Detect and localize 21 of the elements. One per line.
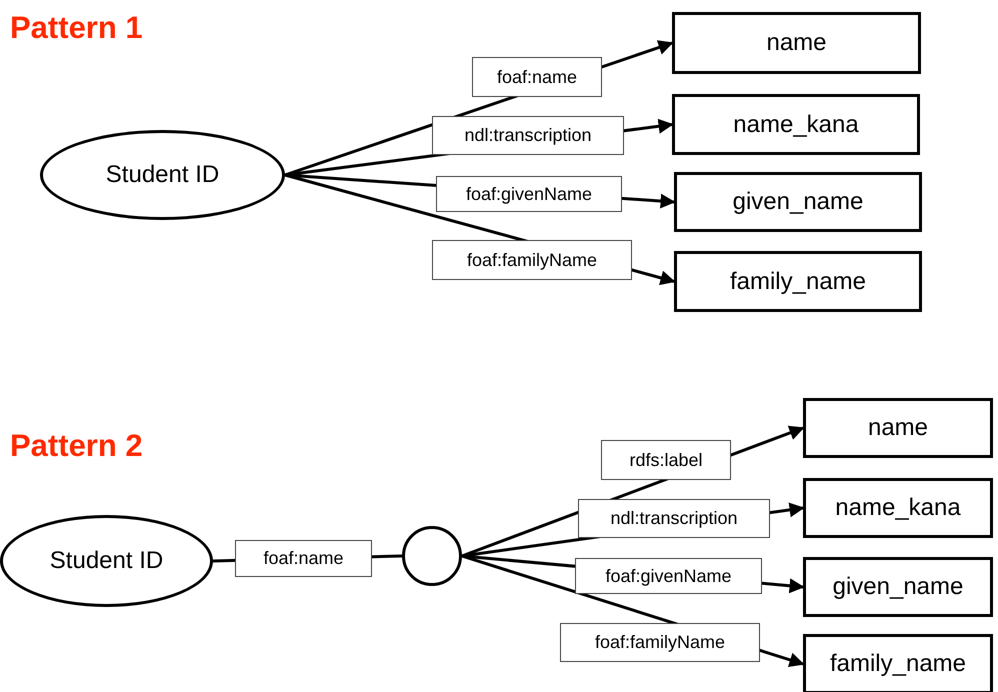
edge-label: foaf:name [472,57,602,97]
edge-label: foaf:name [235,540,372,577]
edge-label: foaf:givenName [436,176,622,212]
literal-box: name [672,12,921,74]
entity-ellipse: Student ID [40,130,285,220]
literal-box: family_name [803,634,993,692]
entity-ellipse: Student ID [0,515,213,607]
literal-box: given_name [803,557,993,617]
edge-label: rdfs:label [601,440,731,480]
edge-label: ndl:transcription [432,116,624,155]
pattern-heading: Pattern 2 [10,428,143,464]
pattern-heading: Pattern 1 [10,10,143,46]
edge-label: ndl:transcription [578,499,770,538]
literal-box: name_kana [672,94,920,155]
edge-label: foaf:familyName [432,240,632,280]
literal-box: given_name [674,172,922,232]
literal-box: name [803,398,993,458]
literal-box: family_name [674,251,922,312]
literal-box: name_kana [803,478,993,538]
edge-label: foaf:givenName [575,558,762,594]
edge-label: foaf:familyName [560,623,760,662]
